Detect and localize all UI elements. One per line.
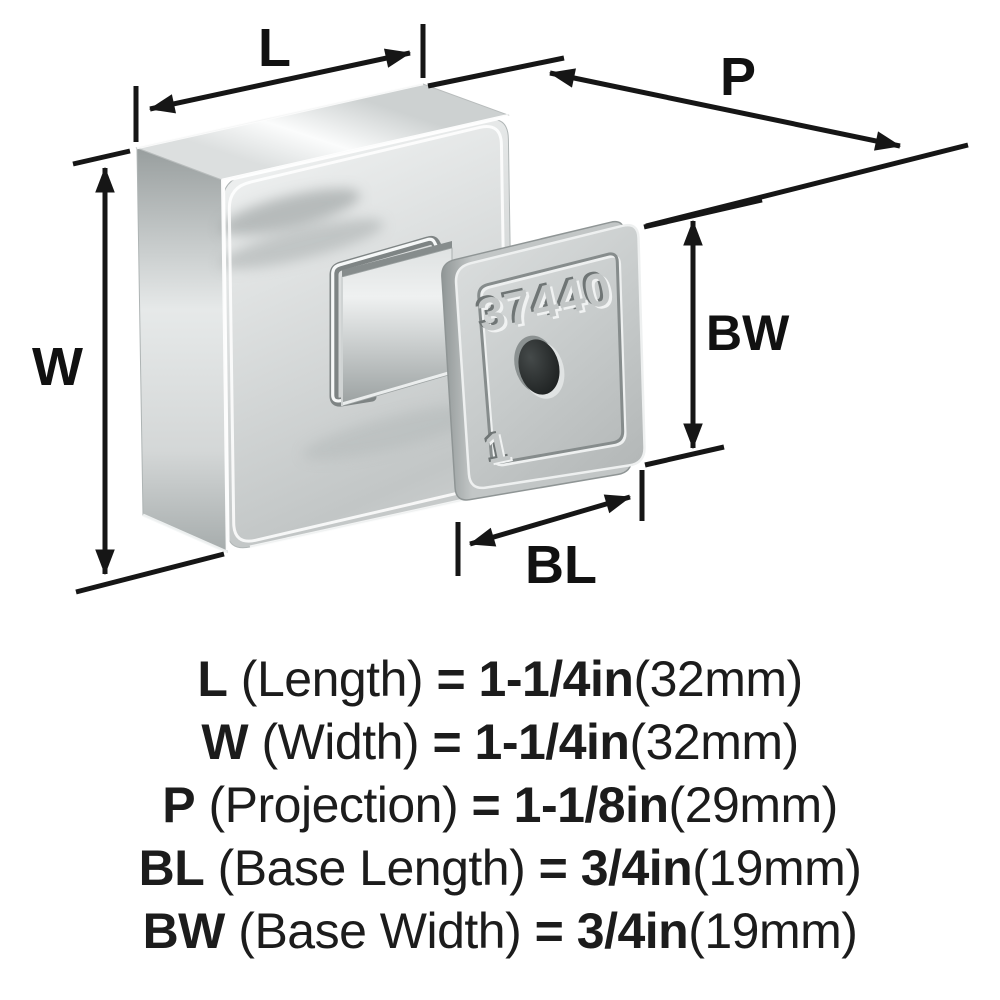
base-plate: 37440 37440 37440 1 1 1: [441, 220, 646, 501]
spec-abbr: BL: [138, 840, 205, 896]
dim-label-width: W: [32, 337, 83, 397]
stem-bottom-highlight: [341, 370, 453, 406]
plate-screw-hole: [514, 335, 565, 399]
spec-value: = 3/4in: [538, 840, 693, 896]
dim-projection-arrow: [548, 68, 902, 151]
plate-groove: [477, 252, 625, 465]
stem-top-face: [342, 241, 452, 277]
dim-width: W: [32, 148, 225, 595]
spec-name: (Length): [240, 651, 424, 707]
knob-back-bottom-highlight: [249, 492, 492, 549]
dim-base-length-arrow: [468, 494, 632, 547]
knob-stem: [341, 241, 453, 407]
dim-width-ext-top: [72, 148, 131, 167]
spec-abbr: P: [162, 777, 196, 833]
knob-bottom-edge-highlight: [142, 513, 228, 554]
spec-abbr: BW: [142, 903, 226, 959]
spec-metric: (32mm): [633, 651, 803, 707]
spec-line-projection: P (Projection) = 1-1/8in(29mm): [0, 774, 1000, 837]
dim-label-base-length: BL: [525, 535, 597, 595]
spec-value: = 1-1/8in: [471, 777, 670, 833]
spec-abbr: W: [201, 714, 249, 770]
dim-width-ext-bottom: [75, 551, 225, 595]
spec-list: L (Length) = 1-1/4in(32mm) W (Width) = 1…: [0, 648, 1000, 963]
spec-metric: (19mm): [688, 903, 858, 959]
spec-metric: (19mm): [692, 840, 862, 896]
dim-label-projection: P: [720, 47, 756, 107]
spec-line-length: L (Length) = 1-1/4in(32mm): [0, 648, 1000, 711]
spec-line-width: W (Width) = 1-1/4in(32mm): [0, 711, 1000, 774]
clip-wire-highlight: [331, 237, 448, 403]
dim-base-width-tick-top: [643, 197, 763, 230]
spec-metric: (29mm): [668, 777, 839, 833]
spec-name: (Projection): [208, 777, 459, 833]
dim-label-base-width: BW: [706, 305, 790, 361]
retaining-clip: [329, 235, 452, 407]
spec-abbr: L: [197, 651, 228, 707]
knob-edge-highlight: [221, 114, 509, 551]
dim-projection-ext-left: [427, 55, 565, 89]
spec-value: = 3/4in: [534, 903, 689, 959]
spec-name: (Base Width): [238, 903, 522, 959]
spec-value: = 1-1/4in: [436, 651, 634, 707]
spec-metric: (32mm): [629, 714, 799, 770]
spec-line-base-length: BL (Base Length) = 3/4in(19mm): [0, 837, 1000, 900]
knob-left-face: [136, 147, 228, 553]
dim-length: L: [133, 18, 426, 142]
dim-label-length: L: [258, 18, 291, 78]
dim-length-arrow: [148, 48, 412, 114]
spec-name: (Width): [261, 714, 420, 770]
spec-value: = 1-1/4in: [432, 714, 630, 770]
spec-line-base-width: BW (Base Width) = 3/4in(19mm): [0, 900, 1000, 963]
dim-base-width-tick-bottom: [644, 444, 725, 468]
dim-base-width: BW: [643, 197, 790, 468]
spec-name: (Base Length): [217, 840, 526, 896]
dim-base-length: BL: [455, 470, 645, 595]
knob-reflections: [220, 188, 488, 460]
